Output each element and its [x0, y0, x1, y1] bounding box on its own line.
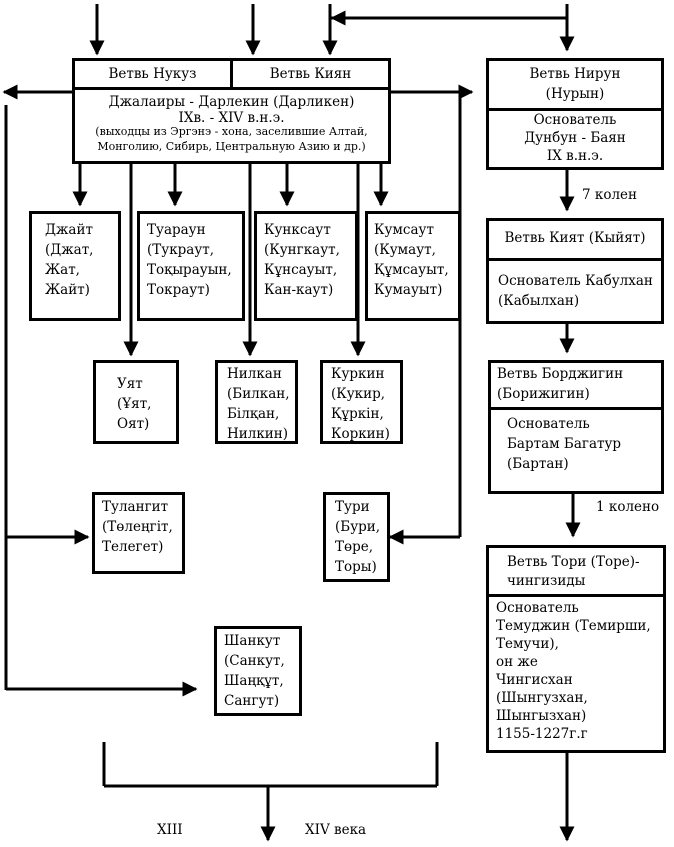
era-xiv-label: XIV века: [305, 822, 367, 838]
tribe-turi-box: [323, 492, 390, 582]
tori-box: [486, 545, 666, 753]
tori-founder: Основатель Темуджин (Темирши, Темучи), о…: [496, 600, 651, 742]
jalair-main-box: [72, 87, 391, 164]
kiyat-divider: [486, 258, 664, 261]
tribe-jait-text: Джайт (Джат, Жат, Жайт): [45, 222, 94, 298]
borjigin-divider: [488, 407, 664, 410]
nirun-title: Ветвь Нирун (Нурын): [529, 66, 621, 102]
generations-7-label: 7 колен: [582, 187, 638, 203]
era-xiii-label: XIII: [157, 822, 183, 838]
tribe-kurkin-box: [320, 360, 403, 444]
tribe-jait-box: [29, 211, 121, 321]
tribe-turi-text: Тури (Бури, Төре, Торы): [335, 499, 381, 575]
tribe-uyat-text: Уят (Ұят, Оят): [117, 376, 152, 432]
generation-1-label: 1 колено: [596, 499, 660, 515]
jalair-period: IXв. - XIV в.н.э.: [178, 110, 285, 126]
kiyat-title: Ветвь Кият (Кыйят): [504, 230, 646, 246]
tribe-nilkan-box: [215, 360, 298, 444]
tribe-tulangit-box: [92, 492, 185, 574]
tribe-tulangit-text: Тулангит (Төлеңгіт, Телегет): [102, 499, 173, 555]
borjigin-title: Ветвь Борджигин (Борижигин): [497, 366, 624, 402]
tribe-kunksaut-text: Кунксаут (Кунгкаут, Кұнсауыт, Кан-каут): [264, 222, 340, 298]
tribe-shankut-text: Шанкут (Санкут, Шаңқұт, Сангут): [224, 633, 285, 709]
branch-kiyan-box: [230, 58, 391, 90]
jalair-note-line-2: Монголию, Сибирь, Центральную Азию и др.…: [97, 140, 366, 153]
nirun-founder: Основатель Дунбун - Баян IX в.н.э.: [524, 112, 626, 164]
jalair-title: Джалаиры - Дарлекин (Дарликен): [108, 94, 355, 110]
tribe-kumsaut-text: Кумсаут (Кумаут, Құмсауыт, Кумауыт): [374, 222, 449, 298]
tribe-shankut-box: [214, 626, 302, 716]
branch-nukuz-box: [72, 58, 233, 90]
kiyat-founder: Основатель Кабулхан (Кабылхан): [498, 273, 653, 309]
tori-title: Ветвь Тори (Торе)- чингизиды: [507, 554, 640, 589]
jalair-note-line-1: (выходцы из Эргэнэ - хона, заселившие Ал…: [95, 125, 368, 138]
branch-kiyan-label: Ветвь Киян: [269, 66, 352, 82]
tribe-uyat-box: [93, 360, 179, 444]
nirun-divider: [486, 108, 664, 111]
tribe-kunksaut-box: [254, 211, 358, 321]
borjigin-box: [488, 360, 664, 494]
borjigin-founder: Основатель Бартам Багатур (Бартан): [507, 416, 622, 472]
tribe-tuaraun-box: [137, 211, 245, 321]
tori-divider: [486, 594, 666, 597]
tribe-kumsaut-box: [365, 211, 461, 321]
nirun-box: [486, 58, 664, 170]
tribe-kurkin-text: Куркин (Кукир, Құркін, Коркин): [331, 366, 390, 442]
branch-nukuz-label: Ветвь Нукуз: [108, 66, 197, 82]
kiyat-box: [486, 218, 664, 324]
tribe-nilkan-text: Нилкан (Билкан, Білқан, Нилкин): [227, 366, 290, 442]
tribe-tuaraun-text: Туараун (Тукраут, Тоқырауын, Токраут): [147, 222, 232, 298]
